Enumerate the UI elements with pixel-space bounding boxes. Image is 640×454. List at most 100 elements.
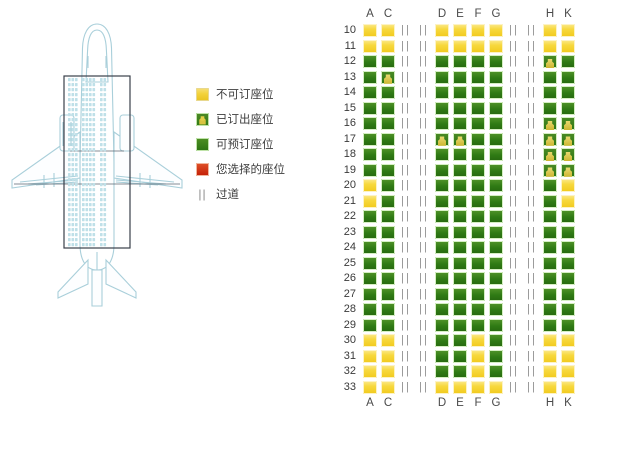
- seat-cell[interactable]: [379, 194, 397, 210]
- seat-26A[interactable]: [363, 272, 377, 286]
- seat-10G[interactable]: [489, 24, 503, 38]
- seat-cell[interactable]: [451, 101, 469, 117]
- seat-cell[interactable]: [379, 287, 397, 303]
- seat-12G[interactable]: [489, 55, 503, 69]
- seat-26H[interactable]: [543, 272, 557, 286]
- seat-cell[interactable]: [541, 225, 559, 241]
- seat-cell[interactable]: [379, 116, 397, 132]
- seat-24H[interactable]: [543, 241, 557, 255]
- seat-33D[interactable]: [435, 380, 449, 394]
- seat-cell[interactable]: [361, 101, 379, 117]
- seat-cell[interactable]: [451, 116, 469, 132]
- seat-cell[interactable]: [433, 364, 451, 380]
- seat-cell[interactable]: [451, 364, 469, 380]
- seat-31D[interactable]: [435, 349, 449, 363]
- seat-15D[interactable]: [435, 101, 449, 115]
- seat-cell[interactable]: [559, 163, 577, 179]
- seat-29F[interactable]: [471, 318, 485, 332]
- seat-cell[interactable]: [559, 132, 577, 148]
- seat-25C[interactable]: [381, 256, 395, 270]
- seat-cell[interactable]: [433, 194, 451, 210]
- seat-cell[interactable]: [361, 225, 379, 241]
- seat-26K[interactable]: [561, 272, 575, 286]
- seat-18G[interactable]: [489, 148, 503, 162]
- seat-20A[interactable]: [363, 179, 377, 193]
- seat-cell[interactable]: [379, 333, 397, 349]
- seat-33E[interactable]: [453, 380, 467, 394]
- seat-cell[interactable]: [469, 70, 487, 86]
- seat-cell[interactable]: [559, 271, 577, 287]
- seat-15C[interactable]: [381, 101, 395, 115]
- seat-cell[interactable]: [559, 101, 577, 117]
- seat-11C[interactable]: [381, 39, 395, 53]
- seat-cell[interactable]: [469, 333, 487, 349]
- seat-15G[interactable]: [489, 101, 503, 115]
- seat-cell[interactable]: [379, 271, 397, 287]
- seat-27H[interactable]: [543, 287, 557, 301]
- seat-25F[interactable]: [471, 256, 485, 270]
- seat-cell[interactable]: [361, 23, 379, 39]
- seat-cell[interactable]: [541, 178, 559, 194]
- seat-cell[interactable]: [469, 240, 487, 256]
- seat-cell[interactable]: [487, 318, 505, 334]
- seat-21G[interactable]: [489, 194, 503, 208]
- seat-31F[interactable]: [471, 349, 485, 363]
- seat-17H[interactable]: [543, 132, 557, 146]
- seat-19C[interactable]: [381, 163, 395, 177]
- seat-10C[interactable]: [381, 24, 395, 38]
- seat-26C[interactable]: [381, 272, 395, 286]
- seat-17A[interactable]: [363, 132, 377, 146]
- seat-cell[interactable]: [433, 101, 451, 117]
- seat-21E[interactable]: [453, 194, 467, 208]
- seat-cell[interactable]: [379, 163, 397, 179]
- seat-cell[interactable]: [559, 70, 577, 86]
- seat-cell[interactable]: [451, 380, 469, 396]
- seat-24G[interactable]: [489, 241, 503, 255]
- seat-18C[interactable]: [381, 148, 395, 162]
- seat-12C[interactable]: [381, 55, 395, 69]
- seat-28E[interactable]: [453, 303, 467, 317]
- seat-13F[interactable]: [471, 70, 485, 84]
- seat-27A[interactable]: [363, 287, 377, 301]
- seat-11G[interactable]: [489, 39, 503, 53]
- seat-21F[interactable]: [471, 194, 485, 208]
- seat-cell[interactable]: [487, 349, 505, 365]
- seat-18H[interactable]: [543, 148, 557, 162]
- seat-cell[interactable]: [487, 70, 505, 86]
- seat-22G[interactable]: [489, 210, 503, 224]
- seat-16A[interactable]: [363, 117, 377, 131]
- seat-cell[interactable]: [487, 364, 505, 380]
- seat-cell[interactable]: [469, 54, 487, 70]
- seat-cell[interactable]: [469, 302, 487, 318]
- seat-cell[interactable]: [433, 85, 451, 101]
- seat-cell[interactable]: [541, 23, 559, 39]
- seat-cell[interactable]: [541, 132, 559, 148]
- seat-31E[interactable]: [453, 349, 467, 363]
- seat-30D[interactable]: [435, 334, 449, 348]
- seat-32A[interactable]: [363, 365, 377, 379]
- seat-cell[interactable]: [487, 39, 505, 55]
- seat-cell[interactable]: [451, 39, 469, 55]
- seat-17D[interactable]: [435, 132, 449, 146]
- seat-cell[interactable]: [487, 333, 505, 349]
- seat-11D[interactable]: [435, 39, 449, 53]
- seat-cell[interactable]: [379, 54, 397, 70]
- seat-28A[interactable]: [363, 303, 377, 317]
- seat-23E[interactable]: [453, 225, 467, 239]
- seat-16K[interactable]: [561, 117, 575, 131]
- seat-29D[interactable]: [435, 318, 449, 332]
- seat-24C[interactable]: [381, 241, 395, 255]
- seat-19E[interactable]: [453, 163, 467, 177]
- seat-cell[interactable]: [469, 225, 487, 241]
- seat-cell[interactable]: [361, 302, 379, 318]
- seat-31K[interactable]: [561, 349, 575, 363]
- seat-31A[interactable]: [363, 349, 377, 363]
- seat-cell[interactable]: [469, 271, 487, 287]
- seat-27D[interactable]: [435, 287, 449, 301]
- seat-cell[interactable]: [361, 240, 379, 256]
- seat-10F[interactable]: [471, 24, 485, 38]
- seat-29G[interactable]: [489, 318, 503, 332]
- seat-cell[interactable]: [559, 302, 577, 318]
- seat-cell[interactable]: [541, 163, 559, 179]
- seat-cell[interactable]: [559, 116, 577, 132]
